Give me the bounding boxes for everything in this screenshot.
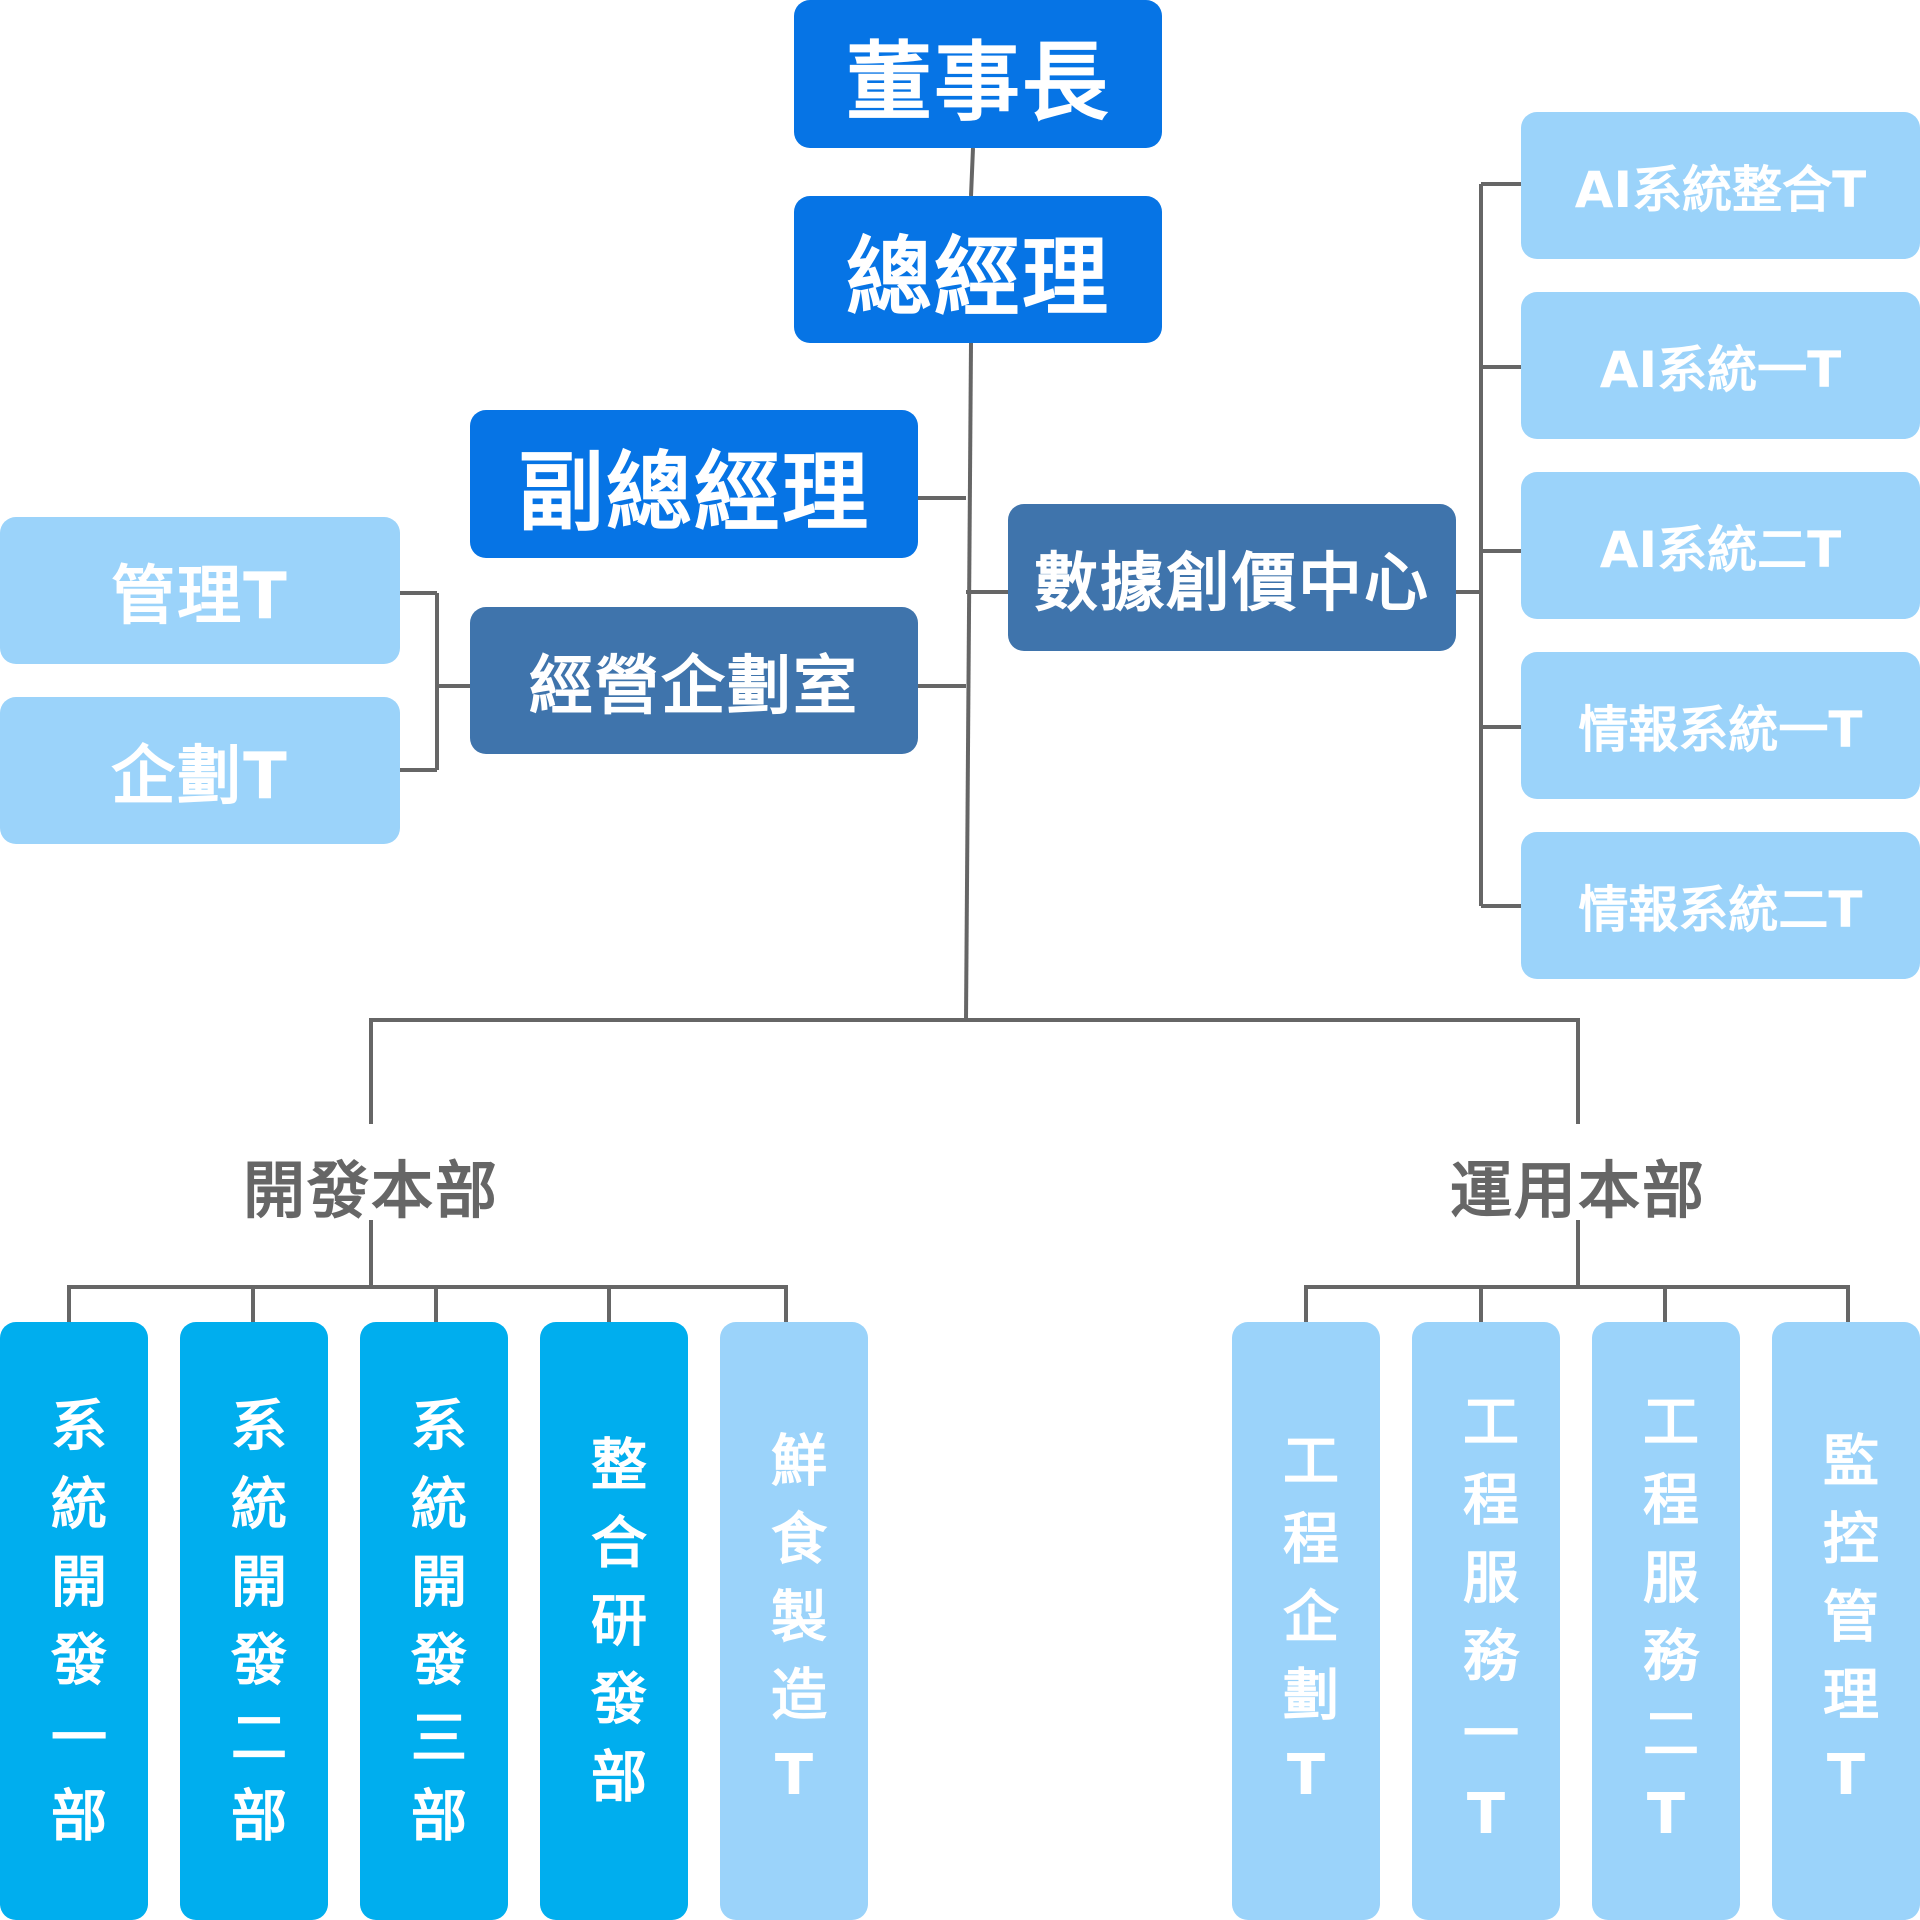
- vice-president-label: 副總經理: [518, 442, 870, 543]
- planning-team-label: 企劃T: [111, 739, 289, 814]
- operations-division-label: 運用本部: [1449, 1154, 1706, 1227]
- ops-unit-label: 工程服務一T: [1453, 1391, 1519, 1869]
- development-division-label: 開發本部: [242, 1154, 499, 1227]
- data-team-label: 情報系統一T: [1578, 700, 1863, 759]
- chairman-box: 董事長: [794, 0, 1162, 148]
- data-team-ai-integration: AI系統整合T: [1521, 112, 1920, 259]
- data-center-box: 數據創價中心: [1008, 504, 1456, 651]
- dev-unit-label: 整合研發部: [581, 1435, 647, 1825]
- planning-office-label: 經營企劃室: [529, 649, 859, 724]
- data-team-label: AI系統整合T: [1574, 160, 1867, 219]
- data-team-ai-2: AI系統二T: [1521, 472, 1920, 619]
- ops-unit-label: 監控管理T: [1813, 1430, 1879, 1830]
- president-box: 總經理: [794, 196, 1162, 343]
- ops-unit-engineering-service-1: 工程服務一T: [1412, 1322, 1560, 1920]
- data-team-label: AI系統一T: [1599, 340, 1842, 399]
- dev-unit-system-dev-1: 系統開發一部: [0, 1322, 148, 1920]
- ops-unit-monitoring: 監控管理T: [1772, 1322, 1920, 1920]
- chairman-label: 董事長: [846, 32, 1110, 133]
- planning-team-planning: 企劃T: [0, 697, 400, 844]
- data-team-label: AI系統二T: [1599, 520, 1842, 579]
- planning-team-management: 管理T: [0, 517, 400, 664]
- ops-unit-label: 工程服務二T: [1633, 1391, 1699, 1869]
- dev-unit-label: 系統開發一部: [41, 1396, 107, 1864]
- data-team-intel-2: 情報系統二T: [1521, 832, 1920, 979]
- vice-president-box: 副總經理: [470, 410, 918, 558]
- dev-unit-fresh-food: 鮮食製造T: [720, 1322, 868, 1920]
- dev-unit-label: 系統開發三部: [401, 1396, 467, 1864]
- data-team-label: 情報系統二T: [1578, 880, 1863, 939]
- data-center-label: 數據創價中心: [1034, 546, 1430, 621]
- ops-unit-label: 工程企劃T: [1273, 1430, 1339, 1830]
- ops-unit-engineering-service-2: 工程服務二T: [1592, 1322, 1740, 1920]
- ops-unit-engineering-planning: 工程企劃T: [1232, 1322, 1380, 1920]
- data-team-ai-1: AI系統一T: [1521, 292, 1920, 439]
- dev-unit-label: 鮮食製造T: [761, 1430, 827, 1830]
- dev-unit-system-dev-2: 系統開發二部: [180, 1322, 328, 1920]
- dev-unit-system-dev-3: 系統開發三部: [360, 1322, 508, 1920]
- planning-team-label: 管理T: [111, 559, 289, 634]
- dev-unit-integration-rd: 整合研發部: [540, 1322, 688, 1920]
- president-label: 總經理: [846, 228, 1110, 328]
- dev-unit-label: 系統開發二部: [221, 1396, 287, 1864]
- planning-office-box: 經營企劃室: [470, 607, 918, 754]
- data-team-intel-1: 情報系統一T: [1521, 652, 1920, 799]
